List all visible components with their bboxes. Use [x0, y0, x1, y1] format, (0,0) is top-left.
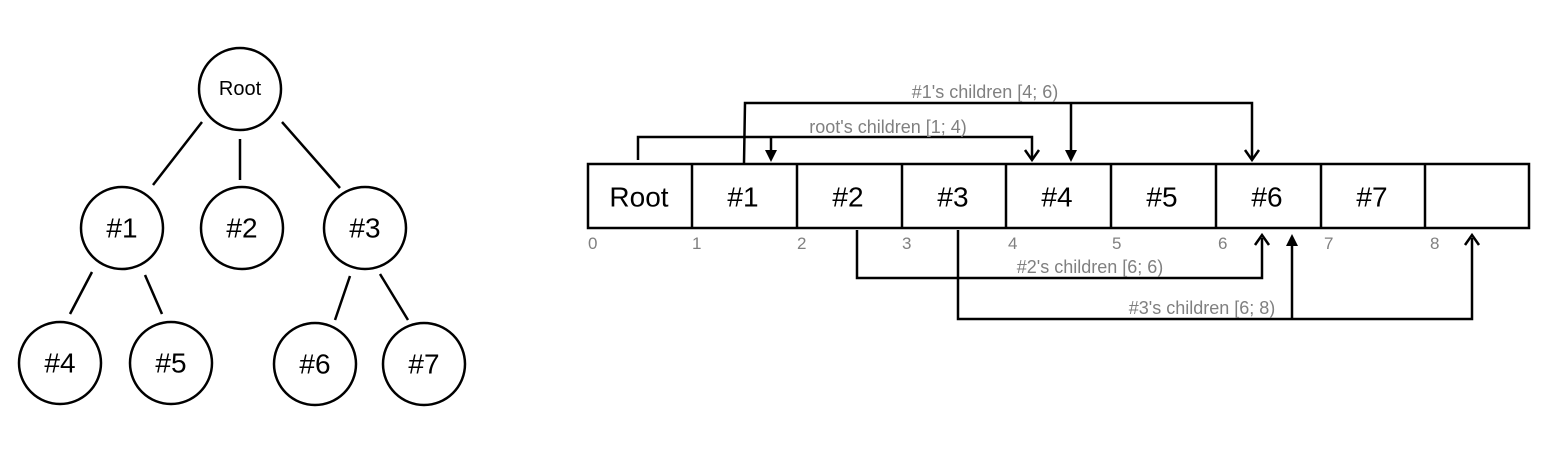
edge-1-5	[143, 274, 164, 315]
index-label-3: 3	[902, 234, 911, 253]
tree-node-2: #2	[199, 185, 285, 271]
array-cell-7: #7	[1356, 182, 1387, 213]
array-cell-6: #6	[1251, 182, 1282, 213]
tree-node-7: #7	[381, 321, 467, 407]
index-label-8: 8	[1430, 234, 1439, 253]
arrow-node3-head-start	[1286, 234, 1298, 246]
tree-node-1: #1	[79, 185, 165, 271]
index-label-4: 4	[1008, 234, 1017, 253]
arrow-root-label: root's children [1; 4)	[809, 117, 967, 137]
index-label-0: 0	[588, 234, 597, 253]
array-cell-0: Root	[609, 182, 668, 213]
array-indices: 0 1 2 3 4 5 6 7 8	[588, 234, 1439, 253]
index-label-7: 7	[1324, 234, 1333, 253]
arrow-node1-head-end	[1243, 149, 1261, 163]
arrow-node3-head-end	[1463, 232, 1481, 246]
arrow-node3-children: #3's children [6; 8)	[956, 230, 1481, 321]
arrow-node3-label: #3's children [6; 8)	[1129, 298, 1276, 318]
arrow-root-children: root's children [1; 4)	[636, 117, 1041, 163]
tree-node-5-label: #5	[155, 348, 186, 379]
array: Root #1 #2 #3 #4 #5 #6 #7	[586, 162, 1531, 230]
edge-1-4	[68, 271, 94, 315]
array-cell-3: #3	[937, 182, 968, 213]
tree-edges	[68, 121, 410, 321]
tree-node-3: #3	[322, 185, 408, 271]
tree-node-root: Root	[197, 46, 283, 132]
arrow-node1-children: #1's children [4; 6)	[742, 82, 1261, 164]
tree-node-4: #4	[17, 320, 103, 406]
tree-node-6-label: #6	[299, 349, 330, 380]
edge-root-3	[281, 121, 341, 189]
arrow-root-path	[636, 135, 1034, 160]
tree-node-7-label: #7	[408, 349, 439, 380]
tree-node-6: #6	[272, 321, 358, 407]
arrow-node1-head-start	[1065, 150, 1077, 162]
tree-node-2-label: #2	[226, 213, 257, 244]
array-cell-2: #2	[832, 182, 863, 213]
arrow-node1-label: #1's children [4; 6)	[912, 82, 1059, 102]
tree-node-4-label: #4	[44, 348, 75, 379]
index-label-6: 6	[1218, 234, 1227, 253]
edge-3-7	[378, 273, 410, 321]
index-label-5: 5	[1112, 234, 1121, 253]
arrow-node3-path	[956, 230, 1474, 321]
arrow-node2-children: #2's children [6; 6)	[855, 230, 1271, 280]
tree-node-root-label: Root	[219, 78, 262, 100]
array-outline	[586, 162, 1531, 230]
tree-node-3-label: #3	[349, 213, 380, 244]
arrow-root-head-start	[765, 150, 777, 162]
arrow-node2-path	[855, 230, 1264, 280]
arrow-root-head-end	[1023, 149, 1041, 163]
arrow-node2-head	[1253, 232, 1271, 246]
array-cell-5: #5	[1146, 182, 1177, 213]
arrow-node1-path	[742, 101, 1254, 164]
arrow-node2-label: #2's children [6; 6)	[1017, 257, 1164, 277]
array-cell-1: #1	[727, 182, 758, 213]
tree-node-1-label: #1	[106, 213, 137, 244]
array-cell-4: #4	[1041, 182, 1072, 213]
edge-root-1	[152, 121, 203, 186]
index-label-1: 1	[692, 234, 701, 253]
index-label-2: 2	[797, 234, 806, 253]
tree-node-5: #5	[128, 320, 214, 406]
edge-3-6	[333, 275, 352, 321]
